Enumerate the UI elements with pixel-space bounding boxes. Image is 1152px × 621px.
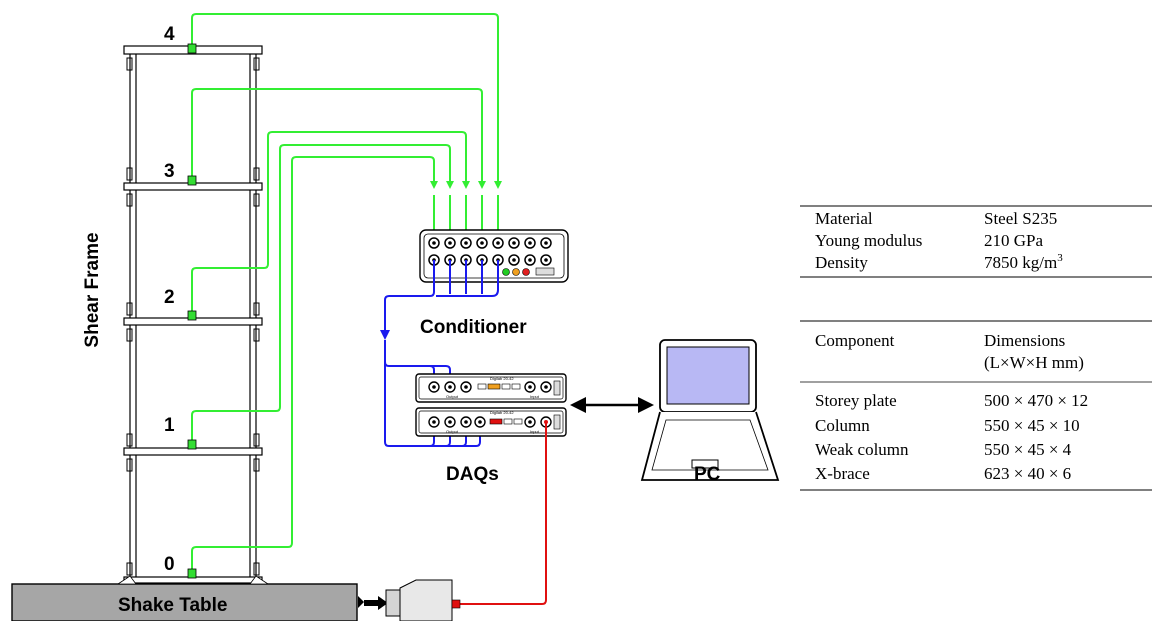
daq-unit-top: Digilab 20-42 Output Input — [415, 373, 567, 403]
floor-label-3: 3 — [164, 161, 175, 182]
daq-model-text: Digilab 20-42 — [490, 376, 514, 381]
accelerometer-sensors — [187, 43, 197, 579]
floor-label-1: 1 — [164, 415, 175, 436]
row-xbrace-value: 623 × 40 × 6 — [984, 464, 1071, 483]
pc-label: PC — [694, 464, 721, 485]
row-weak-value: 550 × 45 × 4 — [984, 440, 1072, 459]
daq2-output-text: Output — [446, 429, 459, 434]
row-density-sup: 3 — [1057, 252, 1063, 264]
row-column-name: Column — [815, 416, 870, 435]
svg-text:7850 kg/m3: 7850 kg/m3 — [984, 252, 1063, 272]
row-plate-name: Storey plate — [815, 391, 897, 410]
row-xbrace-name: X-brace — [815, 464, 870, 483]
shear-frame-label: Shear Frame — [82, 232, 103, 347]
daq-unit-bottom: Digilab 20-42 Output Input — [415, 407, 567, 437]
daq-input-text: Input — [530, 394, 540, 399]
shaker-actuator — [358, 579, 461, 621]
floor-label-0: 0 — [164, 554, 175, 575]
row-column-value: 550 × 45 × 10 — [984, 416, 1080, 435]
accelerometer-wires — [191, 13, 502, 572]
col-header-units: (L×W×H mm) — [984, 353, 1084, 372]
conditioner-label: Conditioner — [420, 317, 527, 338]
row-weak-name: Weak column — [815, 440, 909, 459]
daq2-input-text: Input — [530, 429, 540, 434]
daq2-model-text: Digilab 20-42 — [490, 410, 514, 415]
row-density-value: 7850 kg/m — [984, 253, 1057, 272]
daqs-label: DAQs — [446, 464, 499, 485]
row-young-name: Young modulus — [815, 231, 922, 250]
shake-table — [11, 575, 358, 621]
shaker-wire — [460, 422, 547, 605]
shake-table-label: Shake Table — [118, 595, 227, 616]
row-material-name: Material — [815, 209, 873, 228]
row-density-name: Density — [815, 253, 868, 272]
daq-output-text: Output — [446, 394, 459, 399]
floor-label-2: 2 — [164, 287, 175, 308]
properties-table: Material Steel S235 Young modulus 210 GP… — [800, 205, 1152, 491]
col-header-dimensions: Dimensions — [984, 331, 1065, 350]
row-plate-value: 500 × 470 × 12 — [984, 391, 1088, 410]
floor-label-4: 4 — [164, 24, 175, 45]
conditioner-unit — [419, 229, 569, 283]
row-young-value: 210 GPa — [984, 231, 1043, 250]
daq-wires — [380, 260, 499, 447]
row-material-value: Steel S235 — [984, 209, 1057, 228]
daq-pc-link-arrow — [570, 397, 654, 413]
col-header-component: Component — [815, 331, 895, 350]
laptop-icon — [640, 339, 780, 481]
